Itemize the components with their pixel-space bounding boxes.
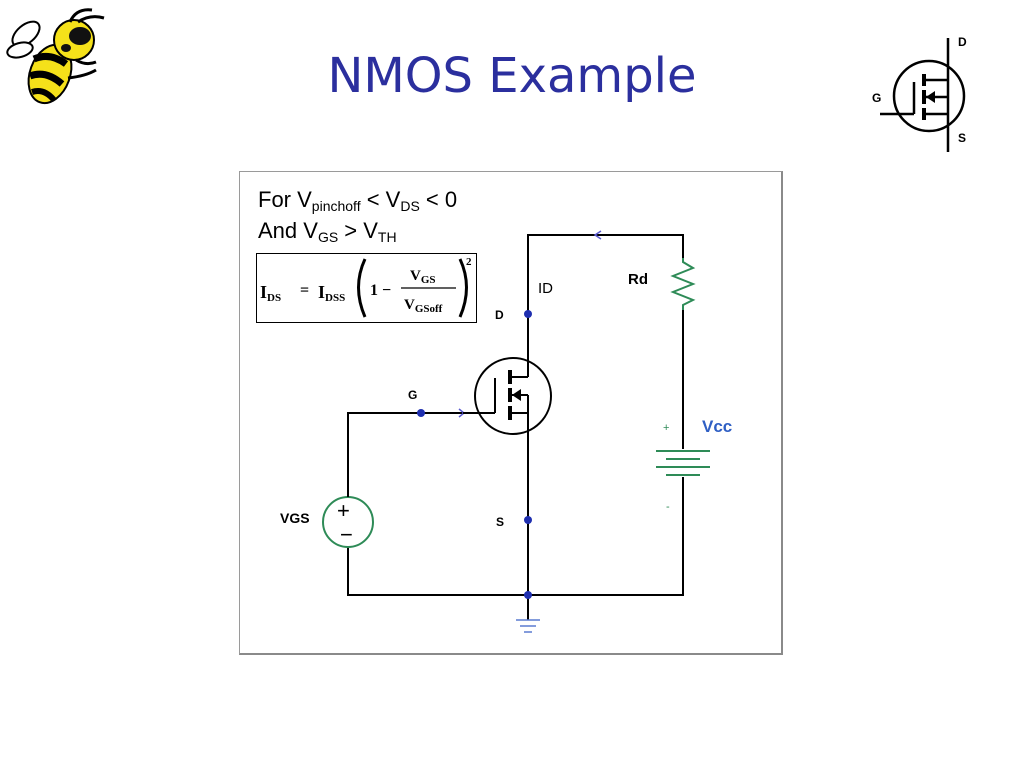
formula-denominator: VGSoff [404,297,443,315]
formula-numerator: VGS [410,268,436,286]
yellow-jacket-logo [6,8,105,105]
condition-line-1: For Vpinchoff < VDS < 0 [258,187,458,214]
symbol-g-label: G [872,91,881,105]
node-ground [524,591,532,599]
label-vgs-minus: − [340,522,353,547]
label-g: G [408,388,417,402]
current-arrow-top [593,230,602,240]
label-vcc-plus: + [663,422,669,434]
label-id: ID [538,280,553,297]
symbol-s-label: S [958,131,966,145]
formula-idss: IDSS [318,282,346,304]
symbol-d-label: D [958,35,967,49]
formula-exponent: 2 [466,256,472,268]
slide-title: NMOS Example [327,48,697,104]
resistor-rd [670,258,696,310]
drain-wire [527,234,684,314]
gate-wire [347,412,463,497]
label-vcc: Vcc [702,417,732,436]
ground-rail [347,477,684,596]
condition-line-2: And VGS > VTH [258,218,397,245]
label-s: S [496,515,504,529]
node-source [524,516,532,524]
label-d: D [495,308,504,322]
label-vcc-minus: - [666,501,670,513]
formula-brackets [357,258,468,318]
node-drain [524,310,532,318]
formula-one-minus: 1 − [370,282,392,299]
node-gate [417,409,425,417]
label-vgs-plus: + [337,498,350,523]
formula-equals: = [300,282,310,299]
nmos-symbol: D G S [872,35,967,152]
mosfet-arrow [512,389,521,401]
formula-lhs: IDS [260,282,282,304]
label-rd: Rd [628,271,648,288]
label-vgs: VGS [280,510,310,526]
